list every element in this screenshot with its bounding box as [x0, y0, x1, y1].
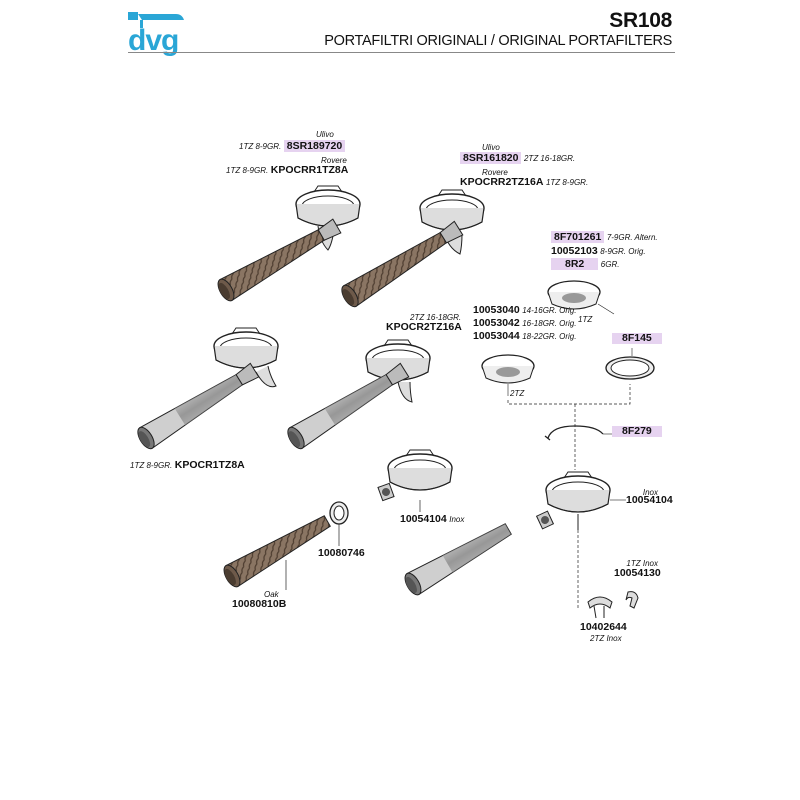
- gasket-code: 8F145: [612, 333, 662, 344]
- p1-spec-rovere: 1TZ 8-9GR.: [226, 166, 269, 175]
- p1-note-ulivo: Ulivo: [316, 130, 334, 139]
- p3-spec: 2TZ 16-18GR.: [410, 313, 462, 322]
- brand-logo: dvg: [128, 10, 190, 57]
- filter-code-10053044: 10053044: [473, 330, 520, 342]
- brand-wordmark: dvg: [128, 24, 179, 57]
- handle-note: Oak: [264, 590, 279, 599]
- spout1-code: 10054130: [614, 567, 661, 579]
- p1-code-rovere: KPOCRR1TZ8A: [270, 164, 349, 176]
- ring-code: 10080746: [318, 547, 365, 559]
- filter-code-8f701261: 8F701261: [551, 231, 605, 243]
- body2-code: 10054104: [626, 494, 673, 506]
- spout2-code: 10402644: [580, 621, 627, 633]
- filter-code-8r2: 8R2: [551, 258, 599, 270]
- filter-spec-8r2: 6GR.: [600, 260, 620, 269]
- filter-spec-10053040: 14-16GR. Orig.: [522, 306, 577, 315]
- spout1-note: 1TZ Inox: [626, 559, 658, 568]
- p2-note-ulivo: Ulivo: [482, 143, 500, 152]
- model-code: SR108: [609, 9, 672, 32]
- p2-spec-rovere: 1TZ 8-9GR.: [545, 178, 589, 187]
- spring-code: 8F279: [612, 426, 662, 437]
- p2-code-rovere: KPOCRR2TZ16A: [460, 176, 544, 188]
- body1-note: Inox: [449, 515, 465, 524]
- body2-note: Inox: [642, 488, 658, 497]
- filter-spec-10052103: 8-9GR. Orig.: [600, 247, 646, 256]
- filter-spec-8f701261: 7-9GR. Altern.: [606, 233, 658, 242]
- page-title: PORTAFILTRI ORIGINALI / ORIGINAL PORTAFI…: [324, 33, 672, 49]
- filter-1tz-label: 1TZ: [578, 315, 593, 324]
- p2-note-rovere: Rovere: [482, 168, 508, 177]
- p1-spec: 1TZ 8-9GR.: [239, 142, 282, 151]
- p4-spec: 1TZ 8-9GR.: [130, 461, 173, 470]
- body1-code: 10054104: [400, 513, 447, 525]
- p2-spec: 2TZ 16-18GR.: [523, 154, 576, 163]
- p1-note-rovere: Rovere: [321, 156, 347, 165]
- spout2-note: 2TZ Inox: [590, 634, 622, 643]
- p3-code: KPOCR2TZ16A: [386, 321, 462, 333]
- p4-code: KPOCR1TZ8A: [174, 459, 245, 471]
- filter-2tz-label: 2TZ: [510, 389, 525, 398]
- filter-code-10053040: 10053040: [473, 304, 520, 316]
- header-divider: [128, 52, 675, 53]
- handle-code: 10080810B: [232, 598, 287, 610]
- filter-code-10053042: 10053042: [473, 317, 520, 329]
- filter-code-10052103: 10052103: [551, 245, 598, 257]
- filter-spec-10053042: 16-18GR. Orig.: [522, 319, 577, 328]
- p2-code-ulivo: 8SR161820: [460, 152, 522, 164]
- filter-spec-10053044: 18-22GR. Orig.: [522, 332, 577, 341]
- dvg-logo-icon: [128, 12, 184, 28]
- p1-code-ulivo: 8SR189720: [283, 140, 346, 152]
